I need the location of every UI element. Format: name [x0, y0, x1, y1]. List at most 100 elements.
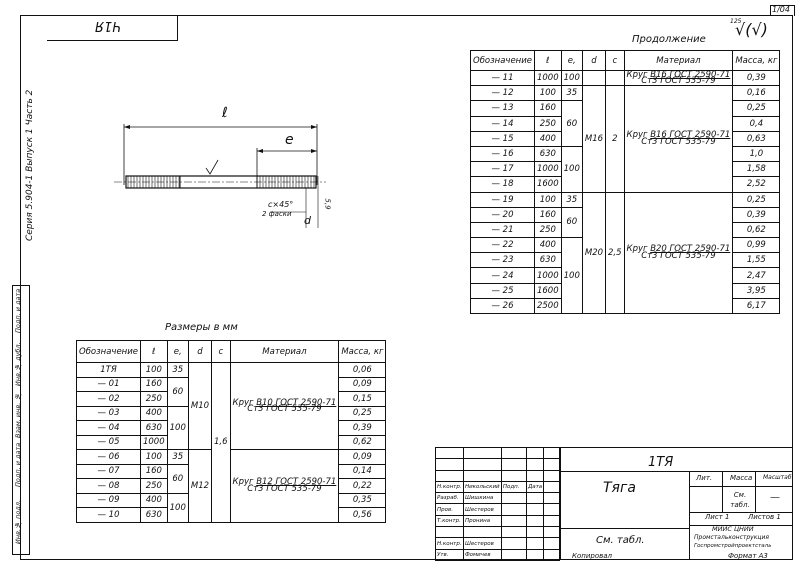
table-row: — 22 400 100 0,99: [470, 237, 781, 314]
role: Разраб.: [435, 492, 464, 505]
side-stamp-cell: Инв.№ подл.: [14, 499, 22, 545]
cell-d: [581, 69, 607, 87]
cell-code: — 20: [470, 206, 535, 223]
col-header: Обозначение: [76, 340, 141, 363]
continuation-title: Продолжение: [632, 34, 706, 45]
table-row: — 14 250 0,4: [470, 115, 781, 132]
cell-l: 400: [139, 492, 168, 508]
cell-l: 630: [139, 420, 168, 436]
side-stamp-cell: Инв.№ дубл.: [14, 342, 22, 386]
cell-code: — 21: [470, 221, 535, 239]
col-header: Обозначение: [470, 50, 535, 71]
sizes-table: Обозначение ℓ e, d c Материал Масса, кг …: [76, 340, 387, 523]
cell-c: 2: [605, 85, 625, 193]
cell-l: 250: [533, 221, 562, 239]
cell-l: 1000: [533, 267, 562, 284]
cell-e: 100: [560, 237, 583, 314]
cell-mass: 0,39: [732, 69, 781, 87]
cell-e: 35: [166, 362, 189, 378]
cell-code: — 25: [470, 282, 535, 299]
cell-mass: 0,99: [732, 237, 781, 254]
corner-number: 1/04: [772, 5, 790, 14]
cell-code: — 01: [76, 376, 141, 392]
format-label: Формат А3: [728, 552, 768, 560]
cell-l: 100: [533, 191, 562, 208]
cell-code: — 10: [76, 507, 141, 523]
cell-l: 100: [139, 362, 168, 378]
threads-label: 2 фаски: [262, 210, 292, 218]
cell-mass: 0,39: [338, 420, 387, 436]
role: Пров.: [435, 503, 464, 516]
stamp-code: Ч1Я: [95, 18, 122, 33]
cell-d: М12: [187, 449, 213, 523]
cell-mass: 0,62: [732, 221, 781, 239]
signer: Шестеров: [462, 503, 502, 516]
cell-mass: 0,06: [338, 362, 387, 378]
copied-label: Копировал: [572, 552, 612, 560]
cell-l: 160: [533, 206, 562, 223]
org-2: Промстальконструкция: [694, 534, 769, 541]
cell-code: — 17: [470, 161, 535, 178]
cell-mass: 0,4: [732, 115, 781, 132]
cell-mass: 0,25: [732, 191, 781, 208]
cell-mass: 0,14: [338, 463, 387, 479]
cell-code: — 02: [76, 391, 141, 407]
cell-code: — 09: [76, 492, 141, 508]
role: Утв.: [435, 548, 464, 561]
cell-e: 100: [166, 492, 189, 523]
col-header: ℓ: [139, 340, 168, 363]
tb-name-cell: [560, 472, 690, 528]
table-row: — 13 160 60 0,25: [470, 100, 781, 147]
side-stamp: [12, 285, 30, 555]
cell-mass: 0,62: [338, 434, 387, 450]
tb-lit-row: [690, 472, 793, 487]
doc-code: 1ТЯ: [648, 455, 674, 470]
cell-mass: 6,17: [732, 297, 781, 315]
cell-mass: 0,09: [338, 376, 387, 392]
cell-l: 630: [139, 507, 168, 523]
table-row: — 10 630 0,56: [76, 507, 387, 523]
cell-code: — 22: [470, 237, 535, 254]
dim-l-label: ℓ: [222, 105, 228, 121]
col-head: Никольский: [462, 480, 502, 494]
sheet-label: Лист 1: [705, 513, 730, 521]
cell-e: 60: [166, 376, 189, 407]
col-header: e,: [166, 340, 189, 363]
table-row: — 15 400 0,63: [470, 130, 781, 147]
roughness-value: 125: [730, 18, 742, 25]
table-row: — 25 1600 3,95: [470, 282, 781, 299]
chamfer-label: c×45°: [268, 200, 294, 209]
col-header: c: [605, 50, 625, 71]
cell-code: 1ТЯ: [76, 362, 141, 378]
col-header: Масса, кг: [732, 50, 781, 71]
corner-box: [770, 5, 795, 16]
col-header: d: [581, 50, 607, 71]
tb-mass-cell: [722, 472, 756, 512]
tb-sheet-row: [690, 512, 793, 526]
col-header: Материал: [623, 50, 734, 71]
cell-code: — 23: [470, 252, 535, 269]
cell-code: — 12: [470, 85, 535, 102]
table-row: — 24 1000 2,47: [470, 267, 781, 284]
scale-value: —: [770, 492, 780, 503]
cell-l: 2500: [533, 297, 562, 315]
col-header: Масса, кг: [338, 340, 387, 363]
cell-l: 1000: [533, 69, 562, 87]
part-drawing: [114, 124, 326, 228]
cell-e: 60: [560, 206, 583, 239]
col-header: c: [211, 340, 231, 363]
cell-code: — 15: [470, 130, 535, 147]
cell-l: 250: [533, 115, 562, 132]
cell-e: 100: [560, 145, 583, 193]
cell-mass: 0,56: [338, 507, 387, 523]
continuation-table: Обозначение ℓ e, d c Материал Масса, кг …: [470, 50, 781, 315]
cell-mass: 1,0: [732, 145, 781, 163]
cell-e: 35: [560, 191, 583, 208]
cell-e: 60: [166, 463, 189, 494]
cell-mass: 0,15: [338, 391, 387, 407]
